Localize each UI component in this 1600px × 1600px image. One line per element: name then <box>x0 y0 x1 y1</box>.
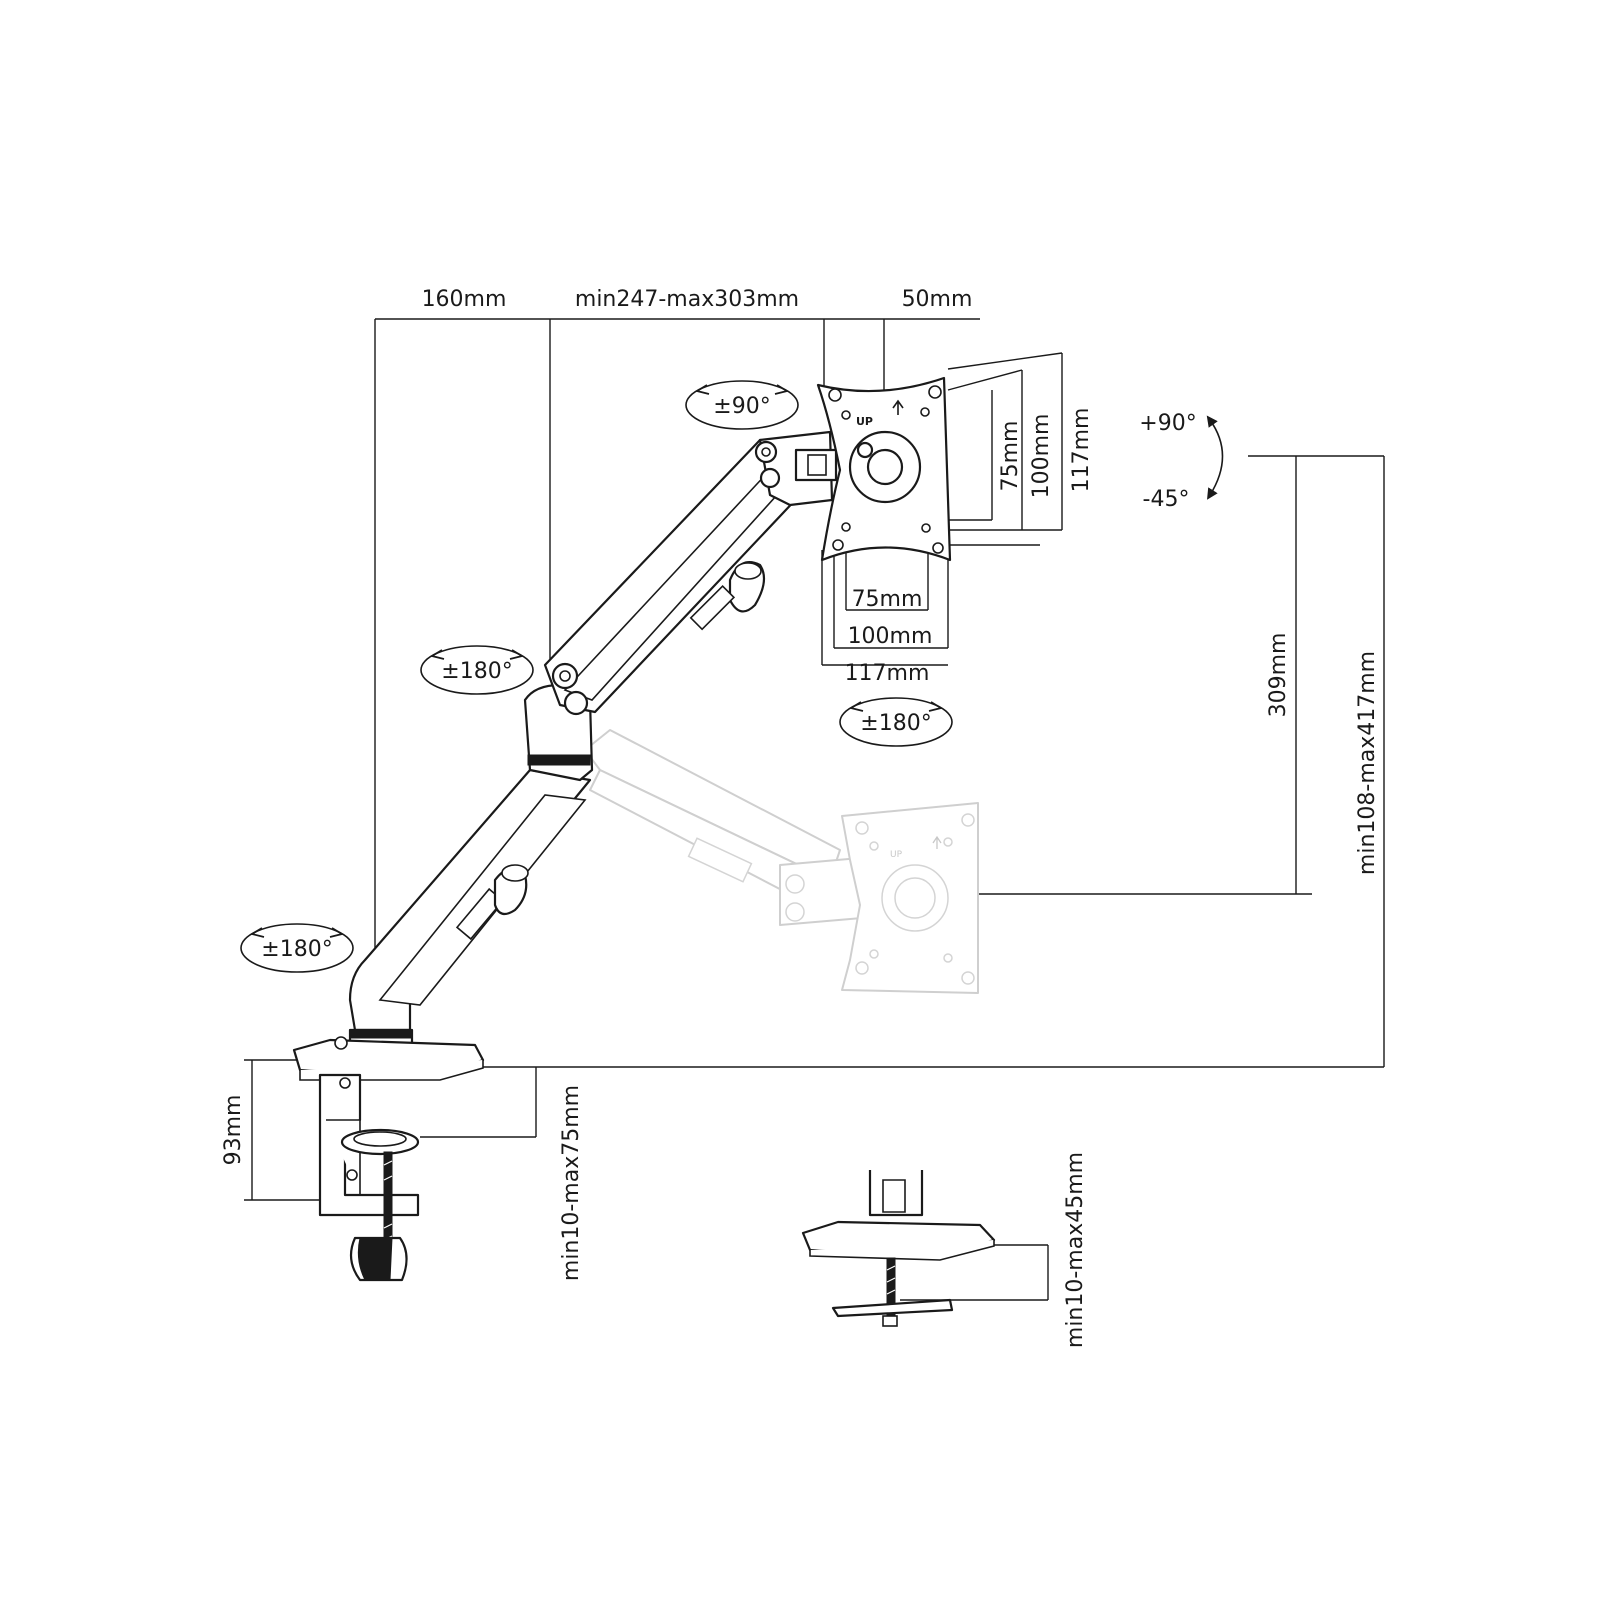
dim-grommet-thickness: min10-max45mm <box>1063 1152 1088 1348</box>
dim-clamp-height: 93mm <box>221 1095 246 1166</box>
rotation-plate-label: ±180° <box>860 711 931 736</box>
grommet-mount <box>801 1170 996 1327</box>
dim-height-range: min108-max417mm <box>1355 651 1380 875</box>
tilt-indicator: +90° -45° <box>1139 411 1224 512</box>
vesa-plate: UP <box>816 376 952 562</box>
dim-arm-reach-range: min247-max303mm <box>575 287 799 312</box>
dim-vesa-v-75: 75mm <box>852 587 923 612</box>
dim-vesa-h-100: 100mm <box>1029 414 1054 499</box>
vesa-up-arrow-icon <box>892 399 904 415</box>
ghost-lowered-arm: UP <box>584 729 979 994</box>
rotation-elbow: ±180° <box>420 645 534 695</box>
monitor-arm <box>348 430 838 1047</box>
rotation-elbow-label: ±180° <box>441 659 512 684</box>
desk-clamp <box>292 1036 485 1282</box>
rotation-base: ±180° <box>240 923 354 973</box>
rotation-head: ±90° <box>685 380 799 430</box>
dim-clamp-thickness: min10-max75mm <box>559 1085 584 1281</box>
dimension-labels: 160mm min247-max303mm 50mm 75mm 100mm 11… <box>221 287 1380 1348</box>
rotation-head-label: ±90° <box>713 394 770 419</box>
dim-vesa-h-75: 75mm <box>998 421 1023 492</box>
rotation-base-label: ±180° <box>261 937 332 962</box>
dim-vesa-h-117: 117mm <box>1069 408 1094 493</box>
rotation-plate: ±180° <box>839 697 953 747</box>
tilt-up-label: +90° <box>1139 411 1196 436</box>
dim-vesa-v-100: 100mm <box>848 624 933 649</box>
dimension-lines <box>244 318 1385 1301</box>
dim-vesa-offset: 50mm <box>902 287 973 312</box>
tilt-down-label: -45° <box>1143 487 1190 512</box>
vesa-up-label: UP <box>856 415 873 428</box>
dim-height-travel: 309mm <box>1266 633 1291 718</box>
ghost-vesa-up-label: UP <box>890 850 903 860</box>
dim-vesa-v-117: 117mm <box>845 661 930 686</box>
dim-arm-reach-base: 160mm <box>422 287 507 312</box>
